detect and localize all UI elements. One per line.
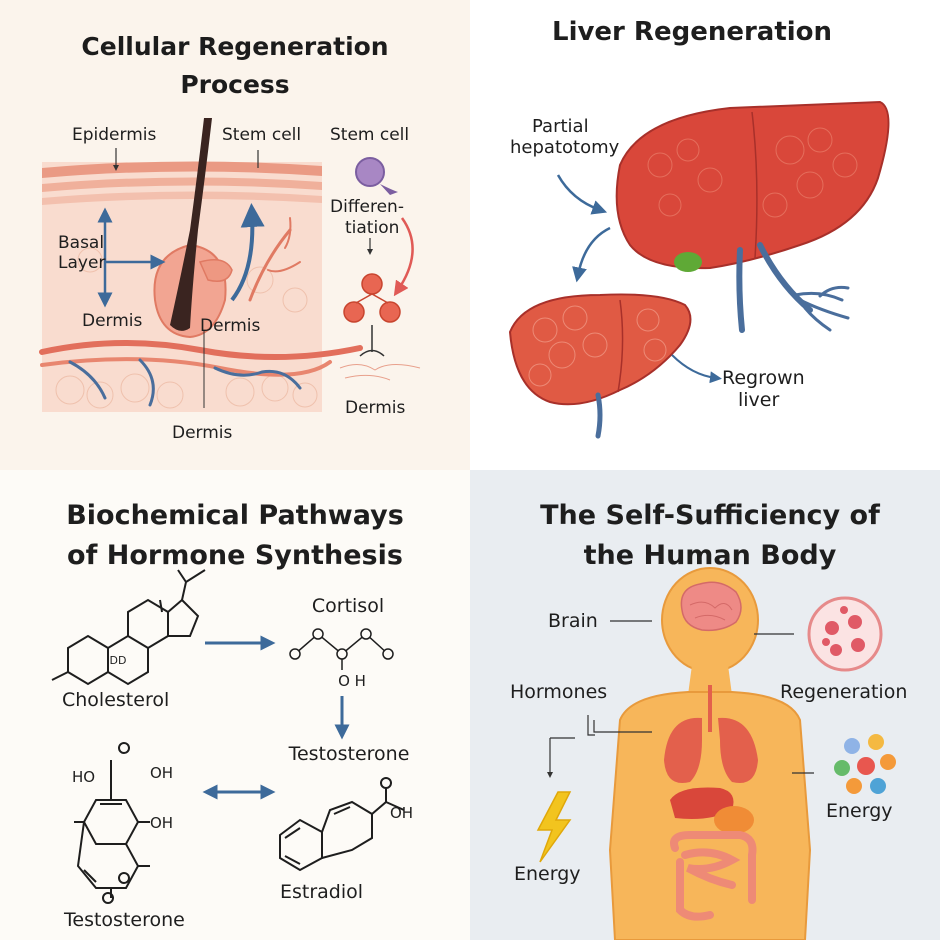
cortisol-label: Cortisol	[312, 595, 384, 617]
brain-icon	[680, 581, 742, 632]
dermis-label-4: Dermis	[172, 423, 233, 443]
regrown-label-1: Regrown	[722, 367, 805, 389]
regeneration-icon	[807, 596, 883, 672]
hormone-title-line2: of Hormone Synthesis	[67, 540, 403, 571]
energy-label-right: Energy	[826, 800, 893, 822]
blood-vessels	[39, 217, 363, 407]
dermis-label-2: Dermis	[200, 316, 261, 336]
dd-mark: DD	[110, 654, 127, 667]
liver-regeneration-panel: Liver Regeneration Partial hepatotomy Re…	[470, 0, 940, 470]
partial-label-2: hepatotomy	[510, 137, 620, 158]
regrown-label-2: liver	[738, 389, 779, 411]
regrowth-arrow	[572, 226, 611, 283]
liver-title: Liver Regeneration	[552, 17, 832, 47]
dermis-label-1: Dermis	[82, 311, 143, 331]
human-body-panel: The Self-Sufficiency of the Human Body	[470, 470, 940, 940]
hormone-diagram: Biochemical Pathways of Hormone Synthesi…	[51, 500, 413, 931]
brain-label: Brain	[548, 610, 598, 632]
differentiation-label-2: tiation	[345, 218, 399, 238]
energy-label-left: Energy	[514, 863, 581, 885]
upward-growth-arrow	[230, 203, 265, 302]
hormone-synthesis-panel: Biochemical Pathways of Hormone Synthesi…	[0, 470, 470, 940]
cholesterol-label: Cholesterol	[62, 689, 169, 711]
intestines	[670, 831, 757, 921]
regeneration-label: Regeneration	[780, 681, 907, 703]
body-title-line1: The Self-Sufficiency of	[540, 500, 880, 531]
liver-before	[615, 100, 890, 333]
basal-label-2: Layer	[58, 253, 105, 273]
differentiation-label-1: Differen-	[330, 197, 404, 217]
regrown-pointer	[671, 354, 722, 384]
ho-label: HO	[72, 768, 95, 786]
estradiol-structure	[279, 788, 405, 872]
hair-follicle	[153, 118, 233, 339]
body-liver	[670, 787, 734, 819]
stomach	[714, 806, 754, 834]
cellular-title-line2: Process	[180, 70, 290, 99]
liver-regrown	[508, 293, 692, 439]
hormones-label: Hormones	[510, 681, 607, 703]
differentiation-arrow	[393, 217, 414, 297]
stem-cell-label-1: Stem cell	[222, 125, 301, 145]
body-diagram: The Self-Sufficiency of the Human Body	[510, 500, 907, 940]
stem-cell-diagram	[339, 157, 421, 381]
stem-cell-icon	[355, 157, 385, 187]
hormone-title-line1: Biochemical Pathways	[66, 500, 404, 531]
cellular-title: Cellular Regeneration Process	[0, 28, 470, 104]
testosterone-structure	[74, 760, 150, 898]
cortisol-structure	[289, 628, 394, 670]
basal-label-1: Basal	[58, 233, 104, 253]
left-lung	[664, 717, 702, 784]
liver-diagram: Liver Regeneration Partial hepatotomy Re…	[508, 17, 890, 439]
cellular-title-line1: Cellular Regeneration	[81, 32, 389, 61]
gallbladder	[674, 252, 702, 272]
epidermis-label: Epidermis	[72, 125, 156, 145]
estradiol-label: Estradiol	[280, 881, 363, 903]
energy-dots-icon	[834, 734, 896, 794]
testosterone-label-1: Testosterone	[288, 743, 410, 765]
cortisol-oh-label: O H	[338, 672, 366, 690]
oh-right-label: OH	[150, 814, 173, 832]
body-title-line2: the Human Body	[584, 540, 837, 571]
hormones-pointer	[593, 720, 652, 733]
skin-diagram: Epidermis Stem cell Stem cell Differen- …	[39, 118, 421, 443]
oh-left-label: OH	[150, 764, 173, 782]
testosterone-label-2: Testosterone	[63, 909, 185, 931]
estradiol-oh-label: OH	[390, 804, 413, 822]
cellular-regeneration-panel: Cellular Regeneration Process	[0, 0, 470, 470]
cholesterol-structure	[51, 569, 206, 686]
stem-cell-label-2: Stem cell	[330, 125, 409, 145]
dermis-label-3: Dermis	[345, 398, 406, 418]
epidermis-layers	[42, 161, 322, 205]
hepatotomy-arrow	[556, 174, 608, 215]
partial-label-1: Partial	[532, 116, 589, 137]
right-lung	[718, 717, 758, 784]
lightning-icon	[536, 791, 572, 863]
